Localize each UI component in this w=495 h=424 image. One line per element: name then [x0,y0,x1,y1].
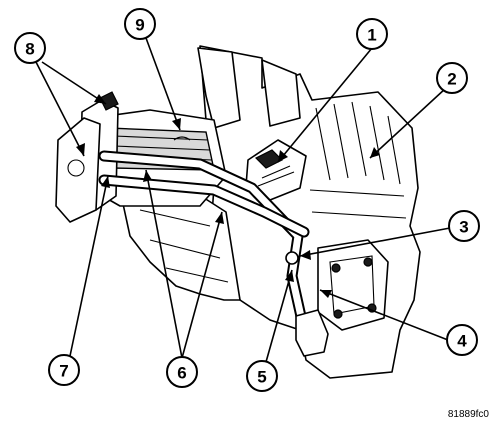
callout-label-1: 1 [367,26,376,45]
callout-label-7: 7 [59,362,68,381]
housing-ribs [309,101,407,219]
callout-label-8: 8 [25,40,34,59]
callout-circle-3 [448,210,480,242]
callout-6: 6 [166,356,198,388]
flange-clip [99,91,119,111]
callout-label-4: 4 [457,332,467,351]
upper-flange-left [197,47,241,129]
callout-5: 5 [246,360,278,392]
leader-6a [145,169,183,359]
leader-8b [35,61,85,157]
callout-circle-9 [124,8,156,40]
leader-8a [41,61,107,105]
callout-label-2: 2 [447,70,456,89]
callout-circle-2 [436,62,468,94]
callout-label-3: 3 [459,218,468,237]
callout-9: 9 [124,8,156,40]
callout-4: 4 [446,324,478,356]
mode-door-actuator [317,239,389,331]
leader-1 [277,47,373,163]
tube-clamp [285,251,299,265]
actuator-screw-1 [331,263,341,273]
leader-4 [319,289,449,341]
callout-label-6: 6 [177,364,186,383]
callout-circle-5 [246,360,278,392]
callout-8: 8 [14,32,46,64]
figure-id: 81889fc0 [447,409,489,420]
callout-circle-1 [356,18,388,50]
callout-label-9: 9 [135,16,144,35]
callout-circle-6 [166,356,198,388]
leader-9 [145,37,181,131]
leader-7 [69,175,109,357]
callout-2: 2 [436,62,468,94]
leader-5 [265,269,293,363]
callout-circle-4 [446,324,478,356]
callout-3: 3 [448,210,480,242]
actuator-screw-2 [363,257,373,267]
actuator-screw-4 [333,309,343,319]
leader-6b [181,211,223,359]
upper-flange-right [261,59,301,127]
callout-circle-8 [14,32,46,64]
hvac-housing-illustration [55,45,421,379]
leader-3 [299,227,451,257]
tube-flange [55,117,101,223]
leader-2 [369,87,447,159]
callout-1: 1 [356,18,388,50]
callout-circle-7 [48,354,80,386]
foam-seal [173,136,191,141]
callout-label-5: 5 [257,368,266,387]
leader-lines [35,37,451,363]
callout-7: 7 [48,354,80,386]
heater-core-tubes [98,150,310,336]
tube-outlet-elbow [295,309,329,357]
